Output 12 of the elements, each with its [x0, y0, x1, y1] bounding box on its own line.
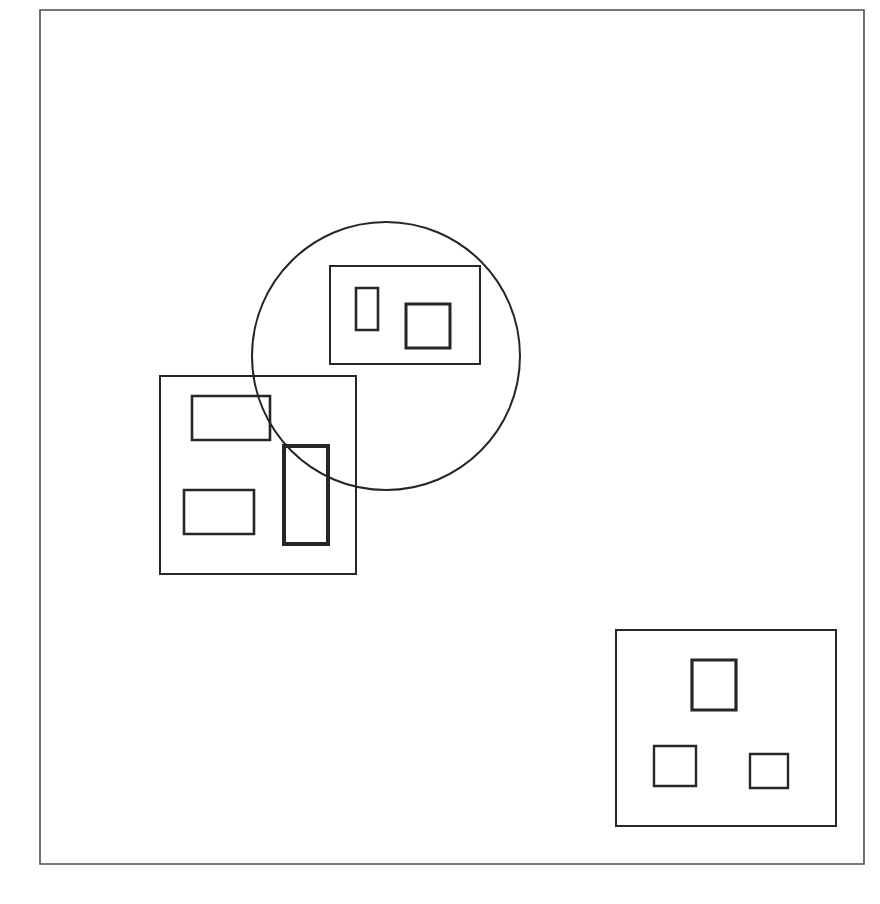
sketch-box — [190, 394, 272, 442]
sketch-box — [690, 658, 738, 712]
sketch-box — [182, 488, 256, 536]
sketch-box — [354, 286, 380, 332]
sketch-box — [404, 302, 452, 350]
sketch-box — [159, 375, 357, 575]
sketch-box — [329, 265, 481, 365]
sketch-box — [652, 744, 698, 788]
sketch-circle — [251, 221, 521, 491]
sketch-box — [282, 444, 330, 546]
sketch-box — [615, 629, 837, 827]
sketch-box — [748, 752, 790, 790]
